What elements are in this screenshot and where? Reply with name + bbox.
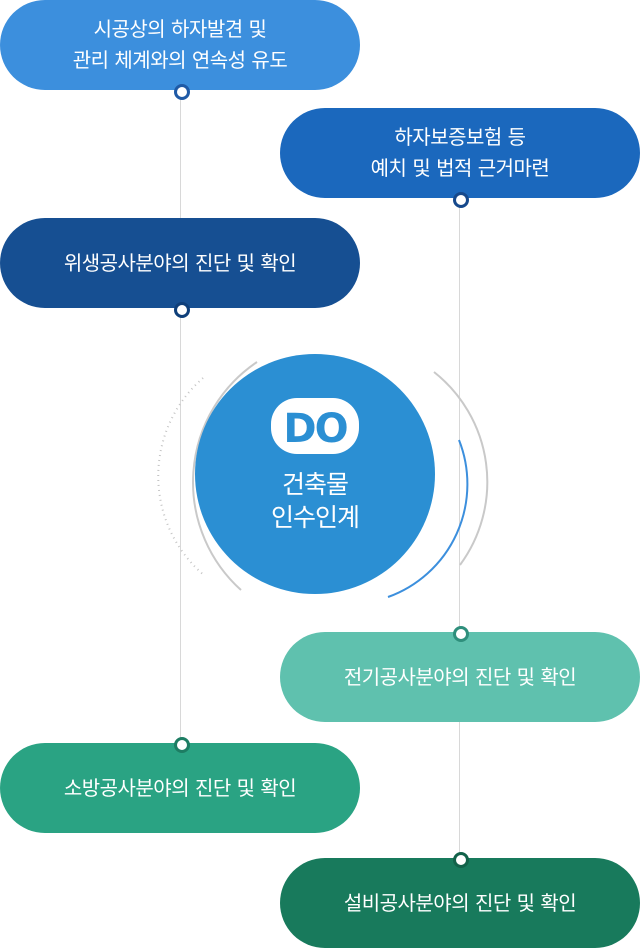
item-mechanical-works-label: 설비공사분야의 진단 및 확인: [343, 890, 577, 915]
item-electrical-works-label: 전기공사분야의 진단 및 확인: [343, 664, 577, 689]
right-accent-arc: [387, 439, 469, 598]
item-warranty-insurance-label: 하자보증보험 등 예치 및 법적 근거마련: [370, 125, 550, 180]
item-sanitary-works: 위생공사분야의 진단 및 확인: [0, 218, 360, 308]
item-defect-management-label: 시공상의 하자발견 및 관리 체계와의 연속성 유도: [72, 17, 288, 72]
right-outer-arc: [433, 371, 489, 566]
item-fire-protection-works: 소방공사분야의 진단 및 확인: [0, 743, 360, 833]
dot-fire-protection-works: [174, 737, 190, 753]
item-fire-protection-works-label: 소방공사분야의 진단 및 확인: [63, 775, 297, 800]
dot-warranty-insurance: [453, 192, 469, 208]
dot-sanitary-works: [174, 302, 190, 318]
center-label: 건축물 인수인계: [270, 470, 360, 532]
item-warranty-insurance: 하자보증보험 등 예치 및 법적 근거마련: [280, 108, 640, 198]
item-electrical-works: 전기공사분야의 진단 및 확인: [280, 632, 640, 722]
left-connector-line: [180, 90, 181, 745]
left-outer-arc: [192, 361, 258, 591]
item-defect-management: 시공상의 하자발견 및 관리 체계와의 연속성 유도: [0, 0, 360, 90]
do-logo-text: DO: [283, 406, 346, 452]
center-circle: DO 건축물 인수인계: [195, 354, 435, 594]
dot-mechanical-works: [453, 852, 469, 868]
item-sanitary-works-label: 위생공사분야의 진단 및 확인: [63, 250, 297, 275]
dot-defect-management: [174, 84, 190, 100]
item-mechanical-works: 설비공사분야의 진단 및 확인: [280, 858, 640, 948]
dot-electrical-works: [453, 626, 469, 642]
do-logo-icon: DO: [271, 398, 359, 454]
